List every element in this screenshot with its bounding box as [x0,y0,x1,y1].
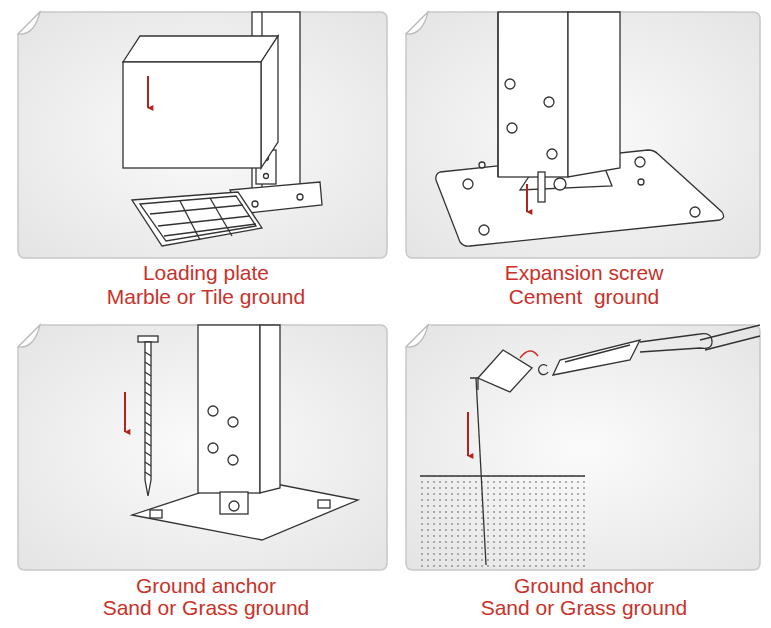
page-curl [18,325,40,347]
caption: Ground anchor [136,574,276,598]
loading-plate-figure [150,205,243,214]
ground-anchor-figure [229,501,239,511]
expansion-screw-figure [479,162,485,168]
page-curl [406,12,428,34]
expansion-screw-figure [544,97,554,107]
caption: Sand or Grass ground [481,596,688,620]
stake-figure [640,334,712,352]
expansion-screw-figure [638,179,644,185]
ground-anchor-figure [198,325,260,493]
stake-figure [565,345,630,362]
loading-plate-figure [210,198,232,236]
ground-anchor-figure [124,392,126,432]
expansion-screw-figure [507,123,517,133]
stake-figure [467,412,469,456]
stake-figure [553,340,640,375]
expansion-screw-figure [554,178,566,190]
expansion-screw-figure [463,179,473,189]
loading-plate-figure [123,36,278,62]
expansion-screw-figure [635,157,645,167]
caption: Loading plate [143,261,269,285]
stake-figure [420,325,760,568]
expansion-screw-figure [526,184,528,212]
caption: Expansion screw [505,261,664,285]
loading-plate-figure [180,201,200,240]
loading-plate-figure [132,192,262,246]
expansion-screw-figure [436,12,724,246]
stake-figure [700,325,760,350]
stake-figure [420,475,585,476]
loading-plate-figure [252,201,258,207]
caption: Ground anchor [514,574,654,598]
stake-figure [476,378,486,565]
panel [406,12,760,258]
expansion-screw-figure [498,12,568,177]
ground-anchor-figure [208,443,218,453]
stake-figure [470,378,478,390]
ground-anchor-figure [208,406,218,416]
panel [18,325,387,570]
expansion-screw-figure [547,149,557,159]
loading-plate-figure [297,194,303,200]
caption: Marble or Tile ground [107,285,305,309]
page-curl [18,12,428,347]
loading-plate-figure [123,62,261,168]
expansion-screw-figure [505,79,515,89]
expansion-screw-figure [538,172,545,202]
expansion-screw-figure [690,207,700,217]
loading-plate-figure [164,224,256,236]
loading-plate-figure [140,196,256,241]
expansion-screw-figure [568,12,620,177]
ground-anchor-figure [260,325,280,493]
loading-plate-figure [158,216,250,226]
caption: Cement ground [509,285,660,309]
stake-figure [478,350,532,392]
panel [18,12,760,570]
stake-figure [420,476,585,568]
ground-anchor-figure [228,455,238,465]
ground-anchor-figure [125,325,358,540]
expansion-screw-figure [479,225,489,235]
panel [406,325,760,570]
ground-anchor-figure [318,500,330,508]
stake-figure [539,365,548,375]
expansion-screw-figure [497,12,498,177]
panel [18,12,387,258]
stake-figure [520,351,538,358]
loading-plate-figure [264,174,269,179]
ground-anchor-figure [145,342,151,496]
ground-anchor-figure [228,417,238,427]
loading-plate-figure [261,36,278,168]
loading-plate-figure [123,12,322,246]
caption: Sand or Grass ground [103,596,310,620]
ground-anchor-figure [145,352,151,476]
page-curl [406,325,428,347]
ground-anchor-figure [138,336,158,342]
ground-anchor-figure [220,492,248,514]
ground-anchor-figure [150,510,162,518]
page-curl [18,12,40,34]
loading-plate-figure [147,76,149,108]
